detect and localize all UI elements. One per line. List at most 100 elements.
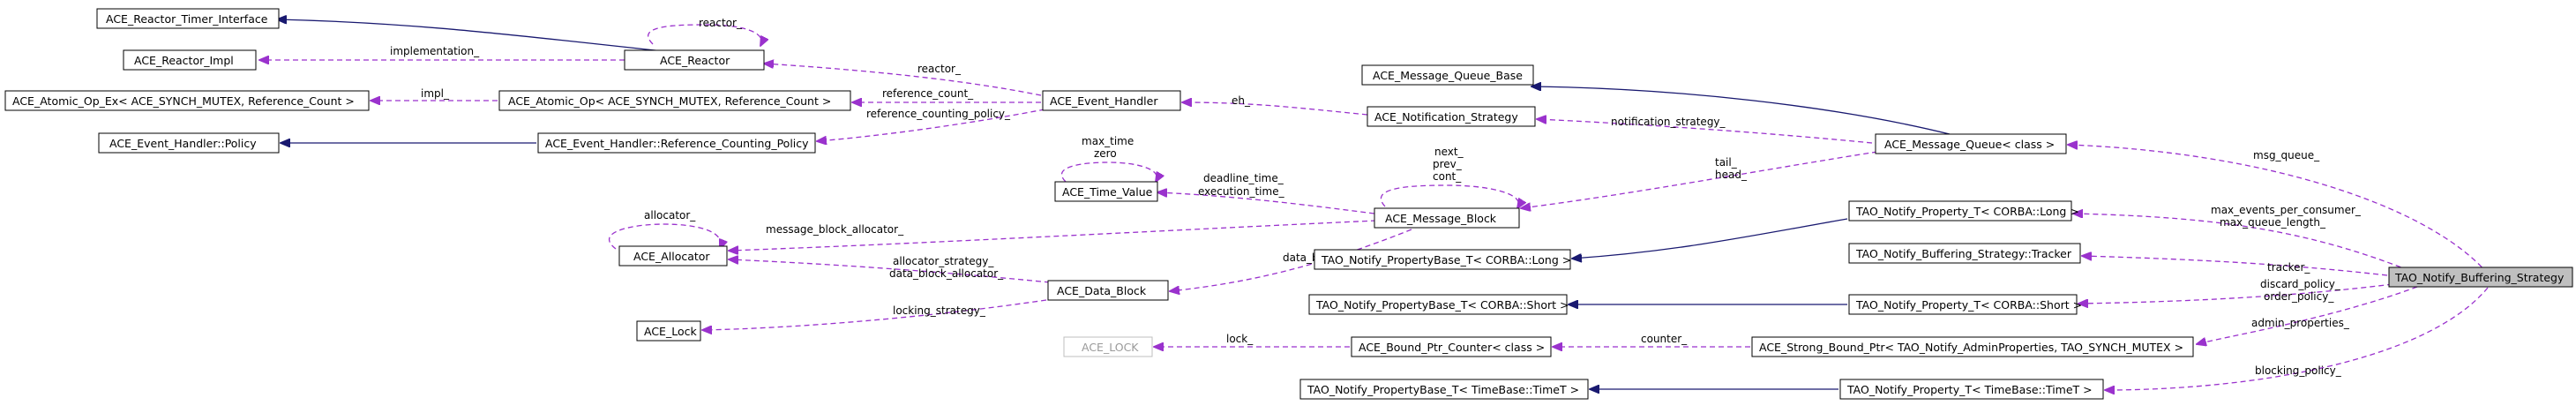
edge-mb-to-time-value: deadline_time_ execution_time_ <box>1157 172 1375 214</box>
node-label: ACE_Strong_Bound_Ptr< TAO_Notify_AdminPr… <box>1759 341 2183 354</box>
label-cont: cont_ <box>1433 170 1462 183</box>
node-reactor-impl[interactable]: ACE_Reactor_Impl <box>123 49 257 71</box>
node-label: ACE_Event_Handler::Policy <box>109 137 257 150</box>
node-label: ACE_Reactor <box>660 54 730 67</box>
node-label: ACE_Time_Value <box>1062 185 1153 199</box>
node-reactor[interactable]: ACE_Reactor <box>624 49 765 71</box>
label-execution-time: execution_time_ <box>1198 185 1285 198</box>
node-atomic-op[interactable]: ACE_Atomic_Op< ACE_SYNCH_MUTEX, Referenc… <box>498 90 851 111</box>
label-lock: lock_ <box>1226 333 1254 345</box>
edge-bsp-to-strong-ptr: admin_properties_ <box>2197 286 2418 344</box>
node-label: ACE_Atomic_Op< ACE_SYNCH_MUTEX, Referenc… <box>508 94 831 108</box>
edge-eh-to-atomic-op: reference_count_ <box>852 87 1041 102</box>
label-eh: eh_ <box>1232 94 1251 107</box>
node-eh-reference-counting-policy[interactable]: ACE_Event_Handler::Reference_Counting_Po… <box>537 132 816 154</box>
edge-atomic-op-to-ex: impl_ <box>371 87 498 101</box>
edge-notification-to-eh: eh_ <box>1182 94 1368 116</box>
label-tail: tail_ <box>1715 156 1738 169</box>
node-label: ACE_LOCK <box>1082 341 1139 354</box>
label-head: head_ <box>1715 169 1748 181</box>
edge-mq-to-notification: notification_strategy_ <box>1537 116 1873 144</box>
node-property-base-timet[interactable]: TAO_Notify_PropertyBase_T< TimeBase::Tim… <box>1299 379 1589 400</box>
edge-p-long-to-pb-long <box>1572 218 1848 259</box>
node-label: ACE_Lock <box>644 325 697 338</box>
edge-mb-to-allocator: message_block_allocator_ <box>729 220 1377 251</box>
node-property-base-long[interactable]: TAO_Notify_PropertyBase_T< CORBA::Long > <box>1314 249 1571 270</box>
edge-bsp-to-p-timet: blocking_policy_ <box>2105 287 2489 390</box>
node-property-timet[interactable]: TAO_Notify_Property_T< TimeBase::TimeT > <box>1839 379 2104 400</box>
node-allocator[interactable]: ACE_Allocator <box>618 245 728 267</box>
edge-reactor-self: reactor_ <box>648 17 762 46</box>
node-property-short[interactable]: TAO_Notify_Property_T< CORBA::Short > <box>1848 294 2082 315</box>
node-buffering-strategy-tracker[interactable]: TAO_Notify_Buffering_Strategy::Tracker <box>1848 243 2081 264</box>
label-max-events-per-consumer: max_events_per_consumer_ <box>2211 204 2362 216</box>
node-label: ACE_Atomic_Op_Ex< ACE_SYNCH_MUTEX, Refer… <box>12 94 355 108</box>
label-blocking-policy: blocking_policy_ <box>2255 364 2342 377</box>
label-reference-count: reference_count_ <box>882 87 974 100</box>
node-lock[interactable]: ACE_Lock <box>636 320 701 342</box>
node-label: TAO_Notify_Property_T< TimeBase::TimeT > <box>1846 383 2093 396</box>
node-bound-ptr-counter[interactable]: ACE_Bound_Ptr_Counter< class > <box>1351 336 1552 357</box>
node-label: TAO_Notify_Buffering_Strategy::Tracker <box>1855 247 2072 260</box>
node-ace-lock-upper[interactable]: ACE_LOCK <box>1063 336 1153 357</box>
node-eh-policy[interactable]: ACE_Event_Handler::Policy <box>98 132 280 154</box>
node-label: TAO_Notify_PropertyBase_T< CORBA::Short … <box>1315 298 1569 312</box>
label-next: next_ <box>1434 146 1464 158</box>
label-zero: zero <box>1094 147 1117 160</box>
label-impl: impl_ <box>421 87 450 100</box>
node-time-value[interactable]: ACE_Time_Value <box>1054 181 1158 202</box>
node-label: ACE_Bound_Ptr_Counter< class > <box>1359 341 1545 354</box>
node-label: ACE_Reactor_Impl <box>134 54 234 67</box>
edge-bsp-to-message-queue: msg_queue_ <box>2068 145 2489 274</box>
label-order-policy: order_policy_ <box>2264 290 2334 303</box>
label-prev: prev_ <box>1433 158 1463 170</box>
node-message-block[interactable]: ACE_Message_Block <box>1374 207 1520 229</box>
label-implementation: implementation_ <box>390 45 480 57</box>
node-strong-bound-ptr[interactable]: ACE_Strong_Bound_Ptr< TAO_Notify_AdminPr… <box>1751 336 2194 357</box>
edge-bsp-to-p-short: discard_policy_ order_policy_ <box>2078 278 2393 304</box>
label-allocator-self: allocator_ <box>644 209 696 222</box>
label-msg-queue: msg_queue_ <box>2253 149 2320 161</box>
label-data-block-allocator: data_block_allocator_ <box>889 267 1004 280</box>
edge-bsp-to-p-long: max_events_per_consumer_ max_queue_lengt… <box>2073 204 2418 274</box>
node-buffering-strategy[interactable]: TAO_Notify_Buffering_Strategy <box>2388 267 2573 288</box>
node-label: TAO_Notify_PropertyBase_T< TimeBase::Tim… <box>1307 383 1579 396</box>
edge-reactor-impl: implementation_ <box>259 45 625 60</box>
node-label: ACE_Message_Block <box>1385 212 1497 225</box>
node-message-queue-base[interactable]: ACE_Message_Queue_Base <box>1361 64 1534 86</box>
node-reactor-timer-interface[interactable]: ACE_Reactor_Timer_Interface <box>96 8 280 29</box>
node-label: ACE_Event_Handler <box>1050 94 1158 108</box>
node-atomic-op-ex[interactable]: ACE_Atomic_Op_Ex< ACE_SYNCH_MUTEX, Refer… <box>4 90 370 111</box>
node-event-handler[interactable]: ACE_Event_Handler <box>1042 90 1181 111</box>
edge-allocator-self: allocator_ <box>608 209 722 249</box>
nodes: ACE_Reactor_Timer_Interface ACE_Reactor_… <box>4 8 2573 400</box>
label-reference-counting-policy: reference_counting_policy_ <box>866 108 1011 120</box>
label-message-block-allocator: message_block_allocator_ <box>766 223 904 236</box>
edge-data-block-to-allocator: allocator_strategy_ data_block_allocator… <box>729 255 1051 283</box>
node-label: TAO_Notify_Property_T< CORBA::Long > <box>1855 205 2079 218</box>
label-notification-strategy: notification_strategy_ <box>1611 116 1726 128</box>
label-tracker: tracker_ <box>2267 261 2310 274</box>
label-counter: counter_ <box>1641 333 1688 345</box>
node-label: TAO_Notify_Property_T< CORBA::Short > <box>1855 298 2082 312</box>
node-data-block[interactable]: ACE_Data_Block <box>1047 280 1169 301</box>
label-allocator-strategy: allocator_strategy_ <box>893 255 994 267</box>
node-notification-strategy[interactable]: ACE_Notification_Strategy <box>1367 106 1536 127</box>
edges: reactor_ implementation_ reactor_ impl_ … <box>259 17 2489 390</box>
label-reactor-eh: reactor_ <box>917 63 962 75</box>
node-label: ACE_Message_Queue< class > <box>1884 138 2055 151</box>
node-label: ACE_Allocator <box>633 250 710 263</box>
edge-bound-ptr-to-lock: lock_ <box>1154 333 1350 347</box>
node-property-long[interactable]: TAO_Notify_Property_T< CORBA::Long > <box>1848 200 2079 222</box>
edge-eh-to-rcp: reference_counting_policy_ <box>817 108 1045 141</box>
label-admin-properties: admin_properties_ <box>2251 317 2350 329</box>
node-property-base-short[interactable]: TAO_Notify_PropertyBase_T< CORBA::Short … <box>1308 294 1569 315</box>
edge-data-block-to-lock: locking_strategy_ <box>702 299 1047 330</box>
node-label: ACE_Event_Handler::Reference_Counting_Po… <box>545 137 809 150</box>
edge-bsp-to-tracker: tracker_ <box>2082 256 2388 276</box>
edge-eh-to-reactor: reactor_ <box>764 63 1042 96</box>
label-deadline-time: deadline_time_ <box>1203 172 1284 184</box>
edge-message-queue-to-base <box>1531 86 1951 135</box>
node-message-queue[interactable]: ACE_Message_Queue< class > <box>1875 133 2067 154</box>
